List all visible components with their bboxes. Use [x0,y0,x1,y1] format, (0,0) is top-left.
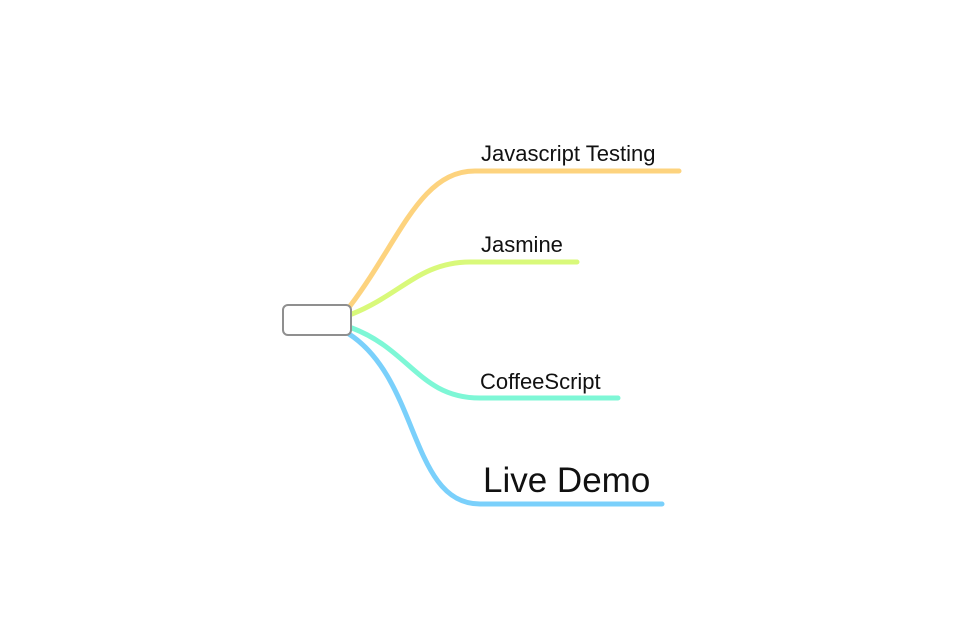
central-topic-node[interactable] [282,304,352,336]
branch-line-jasmine [349,259,580,317]
topic-live-demo[interactable]: Live Demo [483,461,651,500]
topic-javascript-testing[interactable]: Javascript Testing [481,141,656,166]
topic-jasmine[interactable]: Jasmine [481,232,563,257]
branch-line-javascript-testing [347,168,682,309]
branch-line-coffeescript [349,325,621,401]
topic-coffeescript[interactable]: CoffeeScript [480,369,601,394]
branch-line-live-demo [346,331,665,507]
